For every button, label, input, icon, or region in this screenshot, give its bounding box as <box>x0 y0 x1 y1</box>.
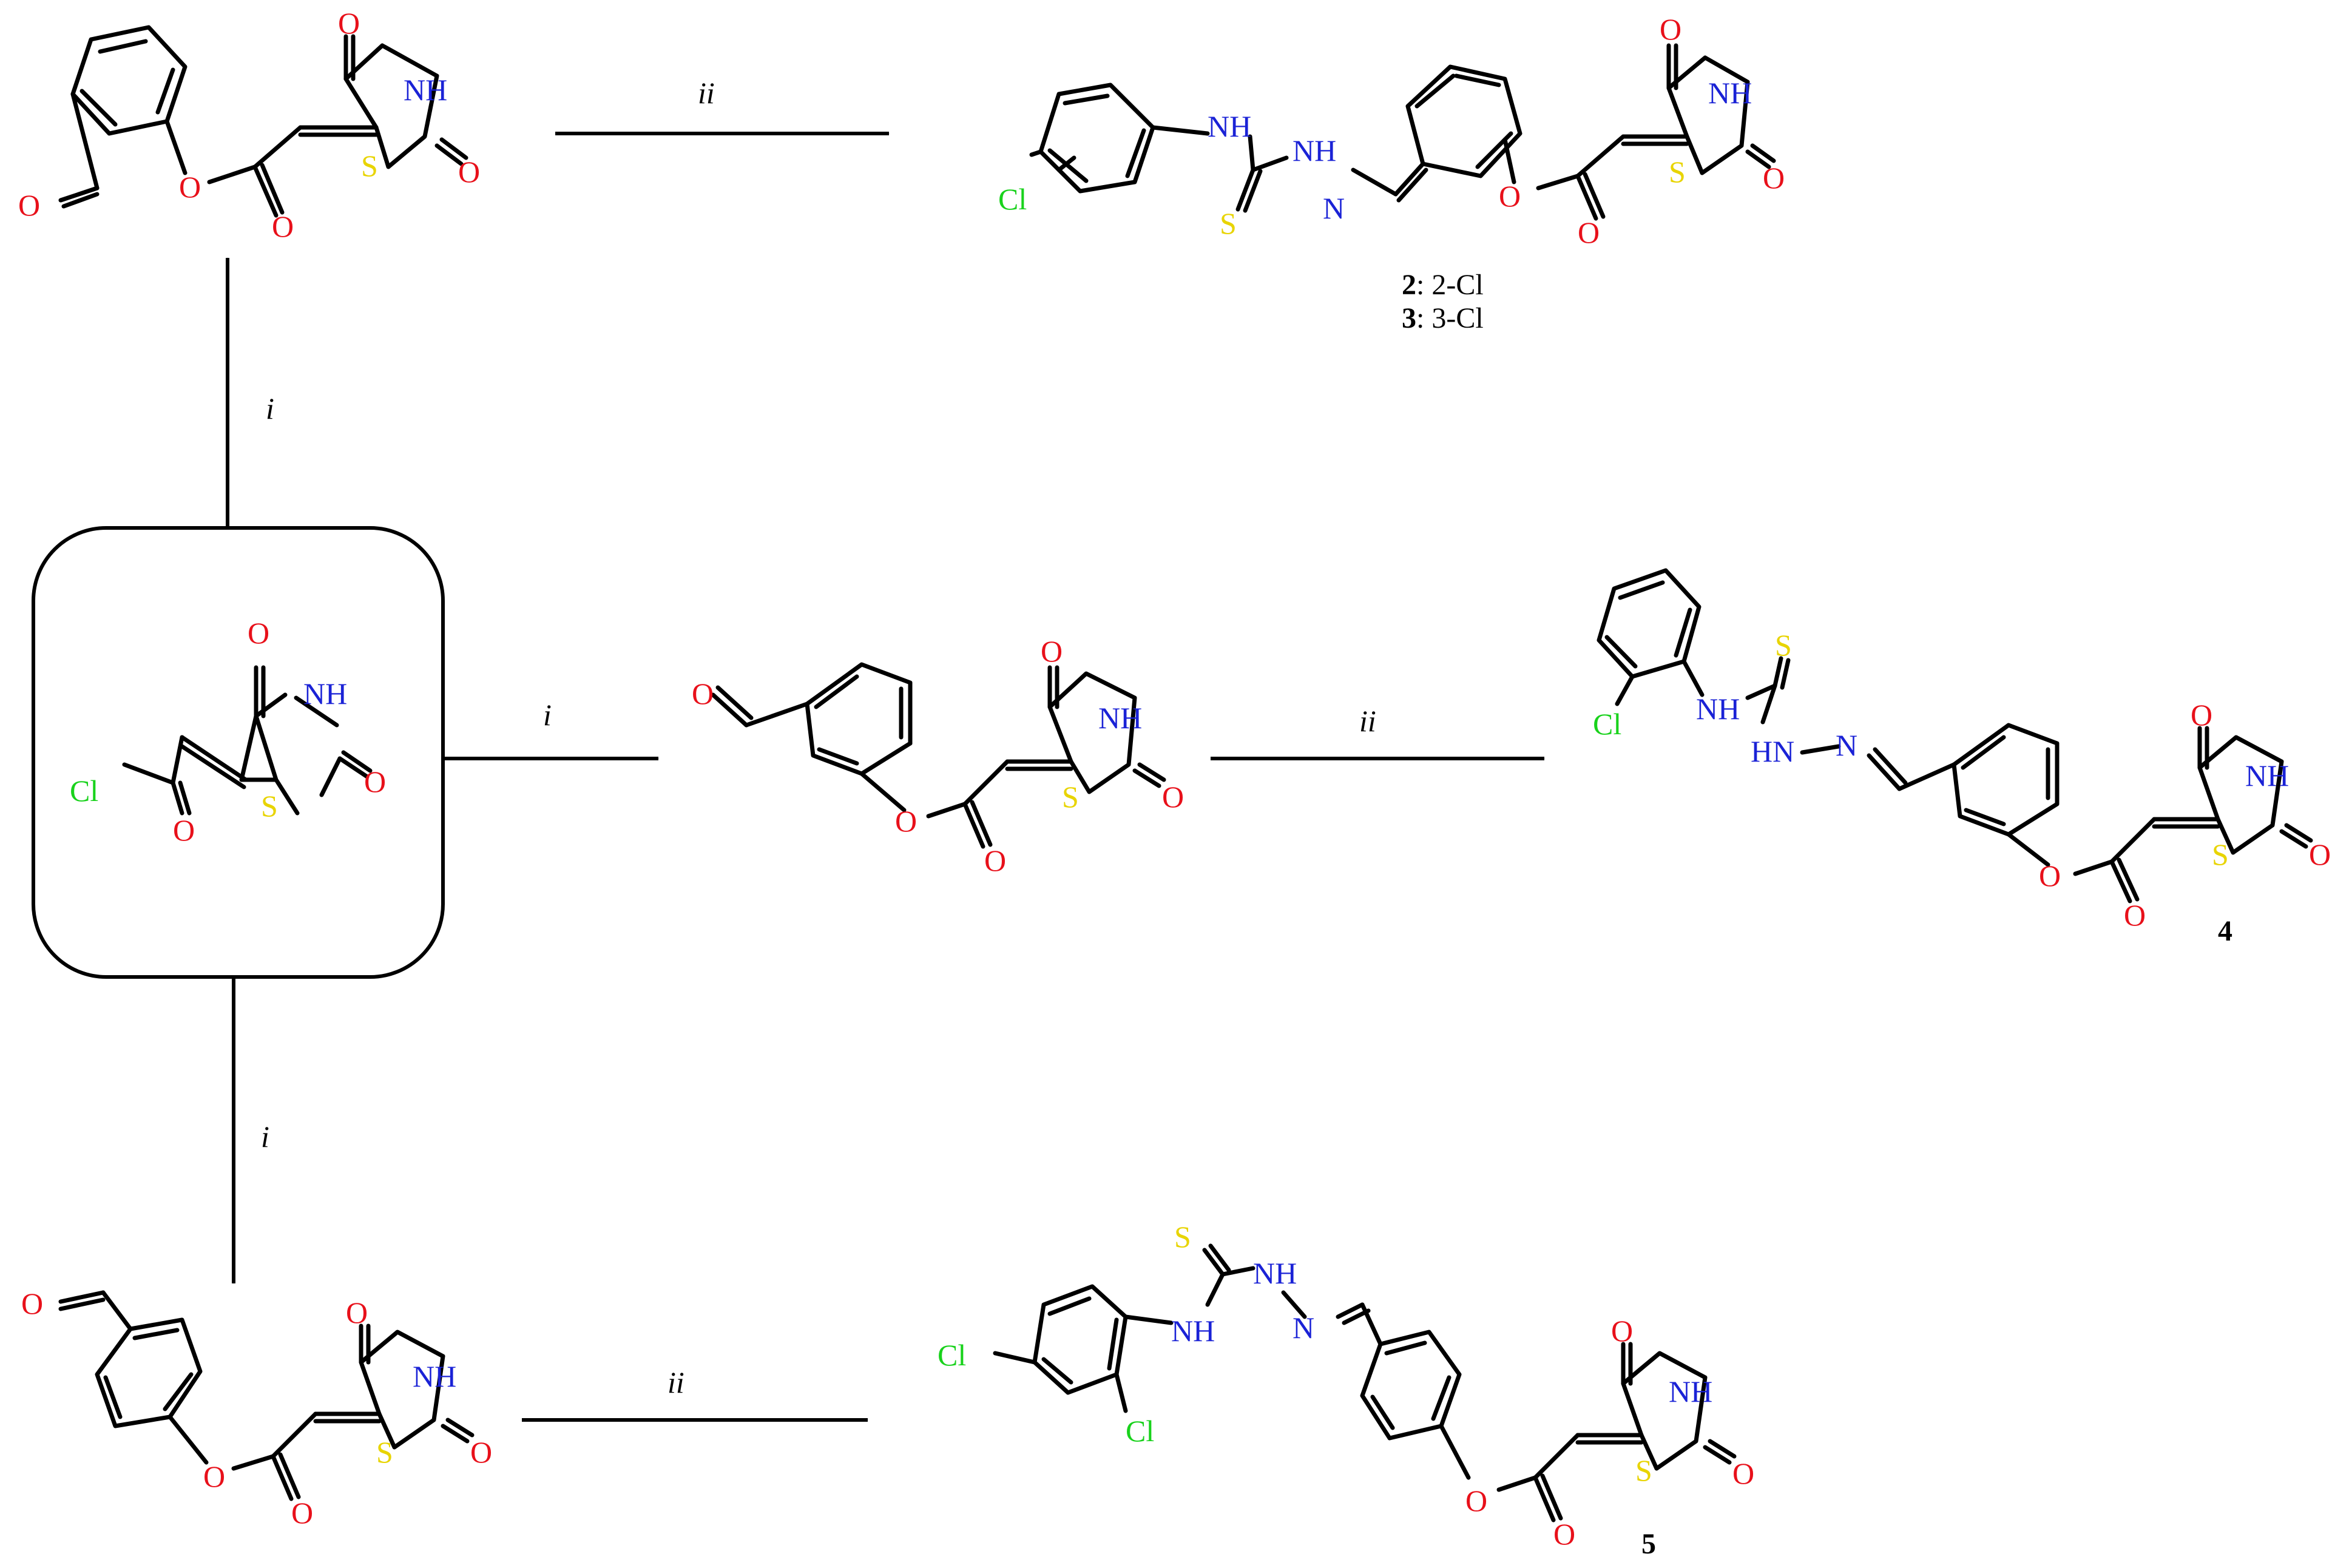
atom-n: N <box>1293 1311 1314 1345</box>
atom-o: O <box>248 616 269 650</box>
atom-nh: NH <box>2245 759 2289 792</box>
atom-s: S <box>2212 837 2229 871</box>
atom-s: S <box>376 1435 393 1469</box>
label-2-substituent: : 2-Cl <box>1416 269 1484 301</box>
atom-o: O <box>1162 780 1184 814</box>
atom-o: O <box>203 1459 225 1493</box>
label-compound-3: 3: 3-Cl <box>1402 302 1484 334</box>
atom-o: O <box>895 804 917 838</box>
arrow-right-i: i <box>443 698 659 760</box>
atom-cl: Cl <box>1126 1414 1154 1448</box>
atom-nh: NH <box>1208 109 1251 143</box>
starting-material: O NH S O Cl O <box>32 526 445 979</box>
atom-n: N <box>1323 191 1345 225</box>
atom-o: O <box>1041 634 1063 668</box>
arrow-middle-ii: ii <box>1211 704 1545 760</box>
atom-s: S <box>361 149 378 183</box>
product-4: Cl NH S HN N O O O NH S O 4 <box>1593 568 2331 947</box>
atom-o: O <box>364 765 386 799</box>
atom-s: S <box>1775 628 1792 662</box>
reagent-label-ii: ii <box>698 76 715 110</box>
atom-nh: NH <box>1171 1314 1215 1348</box>
arrow-top-ii: ii <box>555 76 890 135</box>
atom-o: O <box>1553 1517 1575 1551</box>
atom-o: O <box>1611 1314 1633 1348</box>
atom-nh: NH <box>303 677 347 711</box>
atom-cl: Cl <box>1593 707 1621 741</box>
atom-cl: Cl <box>70 774 98 808</box>
atom-o: O <box>272 209 294 243</box>
product-2-3: Cl NH S NH N O O O NH S O 2: 2-Cl 3: 3-C… <box>998 12 1785 334</box>
reagent-label-ii: ii <box>667 1365 684 1399</box>
atom-o: O <box>21 1286 43 1320</box>
atom-o: O <box>2191 698 2212 732</box>
atom-nh: NH <box>1708 76 1752 110</box>
atom-o: O <box>984 843 1006 877</box>
atom-o: O <box>338 6 360 40</box>
label-3-substituent: : 3-Cl <box>1416 302 1484 334</box>
atom-o: O <box>346 1296 368 1330</box>
atom-o: O <box>1465 1484 1487 1518</box>
atom-nh: NH <box>1696 692 1740 726</box>
atom-nh: NH <box>1253 1256 1297 1290</box>
atom-o: O <box>1732 1456 1754 1490</box>
label-compound-4: 4 <box>2218 915 2232 947</box>
atom-cl: Cl <box>938 1338 966 1372</box>
label-compound-2: 2: 2-Cl <box>1402 269 1484 301</box>
atom-o: O <box>2309 837 2331 871</box>
atom-o: O <box>2039 859 2061 893</box>
atom-o: O <box>458 155 480 189</box>
reagent-label-i: i <box>261 1120 269 1154</box>
atom-hn: HN <box>1751 734 1794 768</box>
starting-material-box <box>32 526 445 979</box>
intermediate-ortho-aldehyde: O O O O NH S O <box>18 6 480 243</box>
atom-o: O <box>2124 898 2146 932</box>
label-2-number: 2 <box>1402 269 1416 301</box>
atom-o: O <box>1499 179 1521 213</box>
atom-s: S <box>1220 206 1237 240</box>
atom-nh: NH <box>1669 1374 1712 1408</box>
atom-o: O <box>692 677 714 711</box>
atom-o: O <box>173 813 195 847</box>
atom-s: S <box>1635 1453 1652 1487</box>
atom-s: S <box>261 789 278 823</box>
atom-nh: NH <box>413 1359 456 1393</box>
atom-n: N <box>1836 728 1857 762</box>
atom-o: O <box>179 170 201 204</box>
atom-o: O <box>18 188 40 222</box>
atom-o: O <box>470 1435 492 1469</box>
atom-o: O <box>1763 161 1785 195</box>
atom-s: S <box>1174 1220 1191 1254</box>
product-5: Cl Cl NH S NH N O O O NH S O 5 <box>938 1220 1754 1560</box>
atom-o: O <box>1660 12 1681 46</box>
atom-nh: NH <box>1293 133 1336 167</box>
reagent-label-i: i <box>543 698 552 732</box>
reagent-label-i: i <box>266 391 274 425</box>
atom-s: S <box>1062 780 1079 814</box>
reagent-label-ii: ii <box>1359 704 1376 738</box>
atom-o: O <box>1578 215 1600 249</box>
atom-cl: Cl <box>998 182 1027 216</box>
arrow-bottom-ii: ii <box>522 1365 868 1422</box>
intermediate-meta-aldehyde: O O O O NH S O <box>692 634 1184 877</box>
intermediate-para-aldehyde: O O O O NH S O <box>21 1286 492 1530</box>
atom-nh: NH <box>404 73 447 107</box>
atom-s: S <box>1669 155 1686 189</box>
label-3-number: 3 <box>1402 302 1416 334</box>
atom-nh: NH <box>1098 701 1142 735</box>
atom-o: O <box>291 1496 313 1530</box>
label-compound-5: 5 <box>1641 1528 1656 1560</box>
arrow-up-i: i <box>226 257 274 528</box>
arrow-down-i: i <box>232 977 269 1284</box>
